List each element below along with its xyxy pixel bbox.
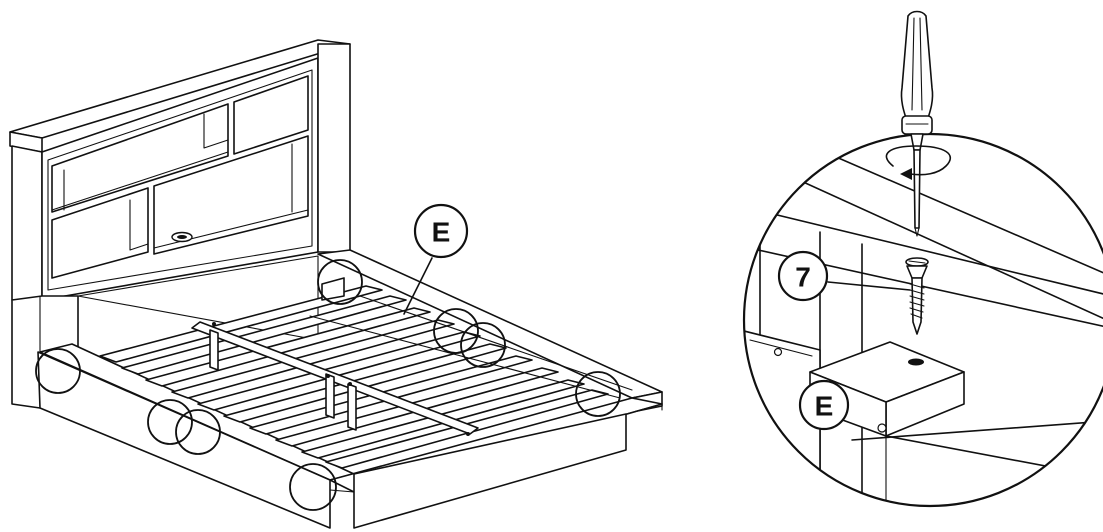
bookcase-headboard	[9, 39, 351, 411]
bracket-circle-1	[35, 348, 81, 394]
bracket-circle-2	[147, 399, 193, 445]
bracket-circle-6	[433, 308, 479, 354]
callout-e-detail: E	[798, 379, 850, 431]
wood-screw-icon	[905, 257, 929, 335]
screw-detail-view: 7 E	[742, 10, 1103, 508]
bracket-circle-5	[317, 259, 363, 305]
rotate-clockwise-icon	[885, 145, 952, 180]
bed-assembly: E	[9, 39, 663, 529]
bracket-circle-3	[175, 409, 221, 455]
callout-7: 7	[777, 250, 911, 302]
screwdriver-icon	[900, 10, 934, 237]
bed-frame	[37, 249, 663, 529]
bracket-circle-8	[575, 371, 621, 417]
bracket-circle-4	[289, 463, 337, 511]
bracket-circle-7	[460, 322, 506, 368]
bracket-part-label: E	[815, 391, 834, 422]
callout-e-main: E	[403, 203, 469, 315]
bracket-locations	[35, 259, 621, 511]
screw-part-number: 7	[795, 262, 811, 293]
part-label-e: E	[432, 217, 451, 248]
